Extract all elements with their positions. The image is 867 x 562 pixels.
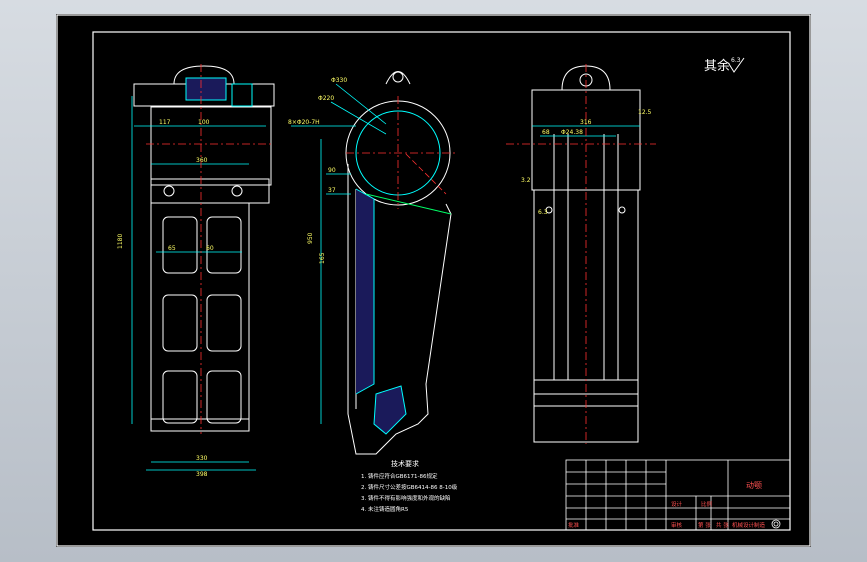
front-cell-4 <box>206 294 242 352</box>
front-dim-label-3: 360 <box>196 157 208 164</box>
title-approve-label: 批准 <box>568 521 580 529</box>
title-part-name: 动颚 <box>746 480 762 490</box>
front-bolt-bar <box>150 178 270 204</box>
front-dim-label-1: 117 <box>159 119 171 126</box>
front-bolt-hole-right <box>231 185 243 197</box>
title-scale-label: 比例 <box>701 500 713 508</box>
front-cell-3 <box>162 294 198 352</box>
right-label-inner-2: Φ24.38 <box>561 129 583 136</box>
drawing-svg: 117 100 360 1180 65 60 330 398 <box>56 14 811 547</box>
right-hole-left <box>545 206 553 214</box>
title-design-label: 设计 <box>671 500 683 508</box>
side-label-height: 950 <box>307 232 314 244</box>
right-label-roughness-a: 12.5 <box>638 109 652 116</box>
front-view <box>133 65 275 432</box>
front-base <box>150 418 250 432</box>
side-green-line <box>365 193 452 215</box>
side-label-dia-1: Φ330 <box>331 77 347 84</box>
front-cell-6 <box>206 370 242 424</box>
tech-req-title: 技术要求 <box>391 459 419 468</box>
side-label-dim-3: 165 <box>319 252 326 264</box>
title-sheet-label: 第 张 <box>698 521 711 529</box>
side-view <box>345 71 452 455</box>
side-bottom-hatch <box>373 385 407 435</box>
title-block-frame <box>565 459 791 531</box>
tech-req-item-3: 3. 铸件不得有影响强度和外观的缺陷 <box>361 494 451 502</box>
side-label-dim-2: 37 <box>328 187 336 194</box>
front-dim-label-2: 100 <box>198 119 210 126</box>
side-label-hole: 8×Φ20-7H <box>288 119 320 126</box>
title-material-label: 共 张 <box>716 521 729 529</box>
front-cell-5 <box>162 370 198 424</box>
side-red-line <box>405 153 447 195</box>
right-label-inner-1: 68 <box>542 129 550 136</box>
drawing-canvas[interactable]: 117 100 360 1180 65 60 330 398 <box>56 14 811 547</box>
front-cell-2 <box>206 216 242 274</box>
tech-req-item-2: 2. 铸件尺寸公差按GB6414-86 8-10级 <box>361 483 458 491</box>
side-body <box>347 164 452 455</box>
right-label-width: 316 <box>580 119 592 126</box>
right-view-dims <box>506 64 656 444</box>
title-school: 机械设计制造 <box>732 521 766 529</box>
front-dim-label-cell-1: 65 <box>168 245 176 252</box>
surface-note: 其余 6.3 <box>704 57 745 74</box>
tech-requirements: 技术要求 1. 铸件应符合GB6171-86规定 2. 铸件尺寸公差按GB641… <box>361 459 458 513</box>
roughness-symbol-icon <box>728 57 745 73</box>
projection-symbol-inner-icon <box>773 521 779 527</box>
surface-note-value: 6.3 <box>731 57 741 64</box>
projection-symbol-icon <box>771 519 781 529</box>
front-labels: 117 100 360 1180 65 60 330 398 <box>117 119 214 478</box>
front-dim-label-cell-2: 60 <box>206 245 214 252</box>
sheet-border-outer <box>56 14 811 547</box>
surface-note-text: 其余 <box>704 58 730 74</box>
front-dim-label-bottom-2: 398 <box>196 471 208 478</box>
side-leader-2 <box>330 101 387 135</box>
side-section-hatch <box>355 188 375 395</box>
right-labels: 316 68 Φ24.38 12.5 3.2 6.3 <box>521 109 652 216</box>
front-bolt-hole-left <box>163 185 175 197</box>
side-view-dims <box>291 83 456 424</box>
sheet-border-inner <box>92 31 791 531</box>
right-label-roughness-c: 6.3 <box>538 209 548 216</box>
side-leader-1 <box>335 83 387 125</box>
title-block-labels: 动颚 设计 比例 审核 第 张 共 张 批准 机械设计制造 <box>568 480 766 529</box>
front-top-hatch <box>185 77 227 101</box>
front-top-hatch-2 <box>231 83 253 107</box>
front-view-dims <box>131 64 271 471</box>
front-column <box>150 203 250 432</box>
side-lug-hole <box>392 71 404 83</box>
side-label-dim-1: 90 <box>328 167 336 174</box>
right-hole-right <box>618 206 626 214</box>
title-block <box>565 459 791 531</box>
right-label-roughness-b: 3.2 <box>521 177 531 184</box>
title-check-label: 审核 <box>671 521 683 529</box>
side-label-dia-2: Φ220 <box>318 95 334 102</box>
front-upper-body <box>150 106 272 186</box>
tech-req-item-1: 1. 铸件应符合GB6171-86规定 <box>361 472 438 480</box>
front-dim-label-bottom-1: 330 <box>196 455 208 462</box>
tech-req-item-4: 4. 未注铸造圆角R5 <box>361 505 409 513</box>
front-cell-1 <box>162 216 198 274</box>
front-boss <box>173 65 235 85</box>
front-dim-label-height: 1180 <box>117 234 124 249</box>
side-labels: Φ330 Φ220 8×Φ20-7H 950 90 37 165 <box>288 77 347 264</box>
